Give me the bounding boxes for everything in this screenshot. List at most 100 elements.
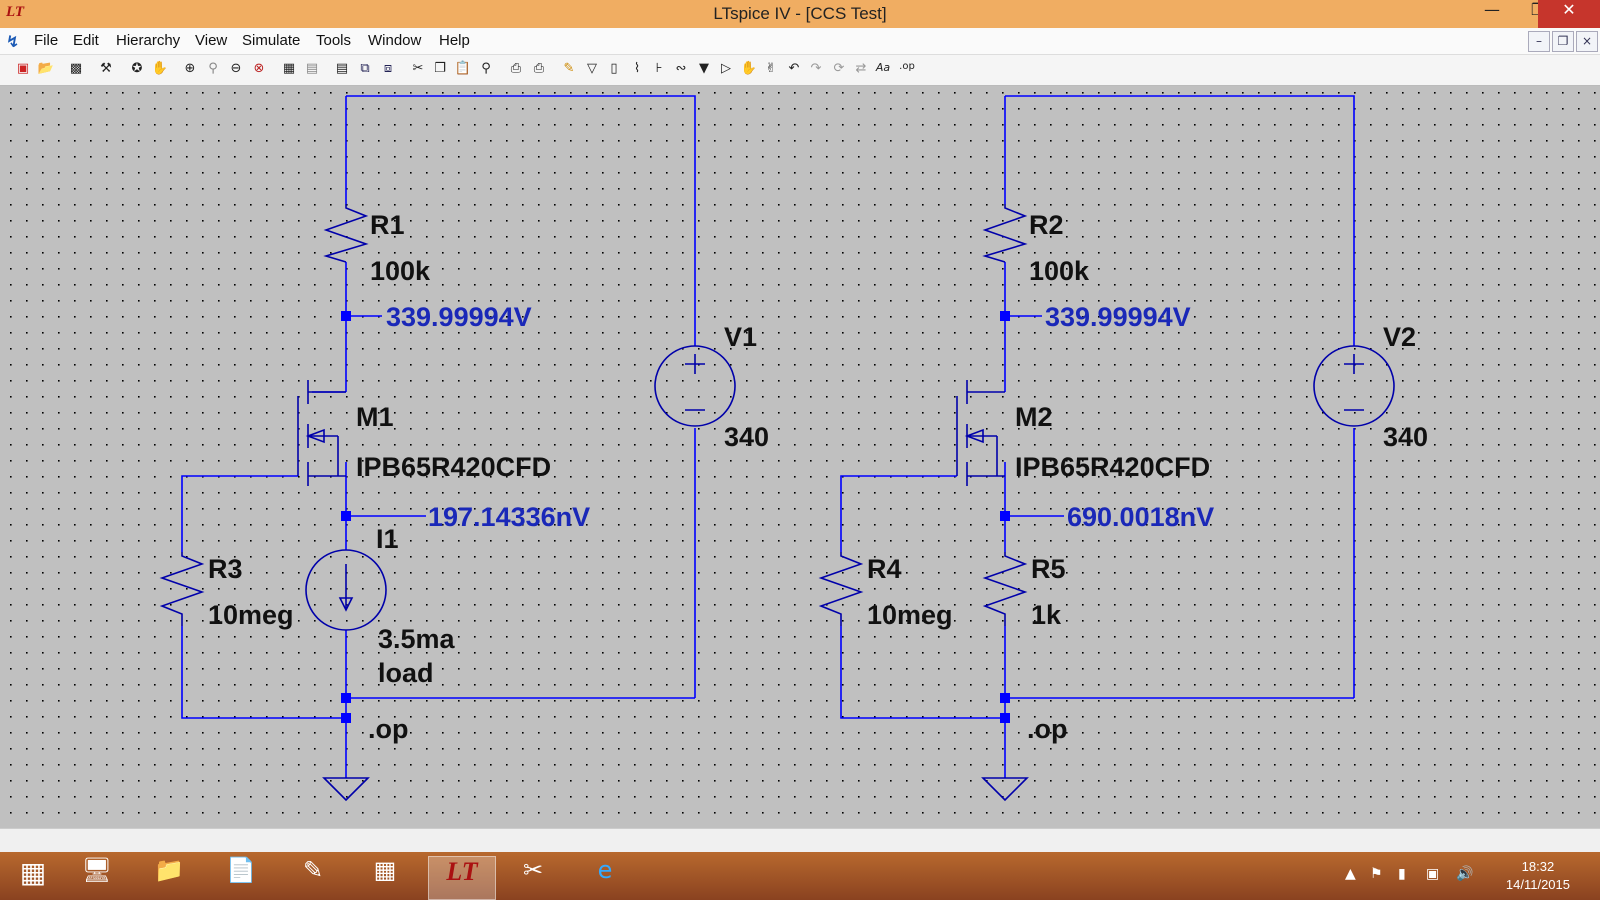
label-net-icon[interactable]: ▯ xyxy=(610,61,618,76)
mdi-restore-button[interactable]: ❐ xyxy=(1552,31,1574,52)
mosfet-m1[interactable] xyxy=(297,380,346,486)
capacitor-icon[interactable]: ⊦ xyxy=(655,61,663,76)
r2-value[interactable]: 100k xyxy=(1029,256,1090,286)
autoscale-icon[interactable]: ▦ xyxy=(282,61,296,76)
snipping-tool-icon[interactable]: ✂ xyxy=(522,856,544,884)
drag-icon[interactable]: ✌ xyxy=(765,61,777,76)
menu-file[interactable]: File xyxy=(34,32,59,49)
menu-window[interactable]: Window xyxy=(368,32,422,49)
voltage-source-v1[interactable] xyxy=(654,345,736,427)
i1-name[interactable]: I1 xyxy=(376,524,399,554)
r4-name[interactable]: R4 xyxy=(867,554,902,584)
r4-value[interactable]: 10meg xyxy=(867,600,953,630)
menu-simulate[interactable]: Simulate xyxy=(242,32,301,49)
resistor-r1[interactable] xyxy=(323,204,369,263)
copy-icon[interactable]: ❐ xyxy=(434,61,446,76)
mosfet-m2[interactable] xyxy=(956,380,1005,486)
show-hidden-icons-icon[interactable]: ▲ xyxy=(1345,866,1356,882)
r3-value[interactable]: 10meg xyxy=(208,600,294,630)
open-icon[interactable]: 📂 xyxy=(37,61,55,76)
rotate-icon[interactable]: ⟳ xyxy=(833,61,845,76)
mirror-icon[interactable]: ⇄ xyxy=(855,61,867,76)
menu-edit[interactable]: Edit xyxy=(73,32,99,49)
move-icon[interactable]: ✋ xyxy=(740,61,758,76)
calculator-icon[interactable]: ▦ xyxy=(373,856,397,884)
control-panel-icon[interactable]: ⚒ xyxy=(100,61,112,76)
run-icon[interactable]: ✪ xyxy=(131,61,143,76)
schematic-canvas[interactable]: R1 100k 339.99994V V1 340 M1 IPB65R420CF… xyxy=(2,86,1598,826)
voltage-source-v2[interactable] xyxy=(1313,345,1395,427)
m2-model[interactable]: IPB65R420CFD xyxy=(1015,452,1210,482)
m1-name[interactable]: M1 xyxy=(356,402,394,432)
v2-name[interactable]: V2 xyxy=(1383,322,1416,352)
ltspice-logo-icon[interactable]: LT xyxy=(6,4,25,20)
close-window-icon[interactable]: ⧈ xyxy=(383,61,393,76)
r3-name[interactable]: R3 xyxy=(208,554,243,584)
r2-name[interactable]: R2 xyxy=(1029,210,1064,240)
windows-start-icon[interactable]: ▦ xyxy=(19,856,47,889)
close-button[interactable]: ✕ xyxy=(1538,0,1600,28)
v1-name[interactable]: V1 xyxy=(724,322,757,352)
mdi-close-button[interactable]: × xyxy=(1576,31,1598,52)
internet-explorer-icon[interactable]: e xyxy=(597,856,613,884)
zoom-pan-icon[interactable]: ⚲ xyxy=(208,61,218,76)
resistor-r2[interactable] xyxy=(982,204,1028,263)
paste-icon[interactable]: 📋 xyxy=(454,61,472,76)
ground-icon[interactable]: ▽ xyxy=(587,61,597,76)
zoom-in-icon[interactable]: ⊕ xyxy=(184,61,196,76)
inductor-icon[interactable]: ∾ xyxy=(675,61,687,76)
menu-tools[interactable]: Tools xyxy=(316,32,352,49)
component-icon[interactable]: ▷ xyxy=(721,61,731,76)
cut-icon[interactable]: ✂ xyxy=(412,61,424,76)
i1-value[interactable]: 3.5ma xyxy=(378,624,456,654)
current-source-i1[interactable] xyxy=(305,549,387,631)
undo-icon[interactable]: ↶ xyxy=(788,61,800,76)
redo-icon[interactable]: ↷ xyxy=(810,61,822,76)
battery-icon[interactable]: ▮ xyxy=(1398,866,1406,882)
save-icon[interactable]: ▩ xyxy=(69,61,83,76)
network-icon[interactable]: ▣ xyxy=(1426,866,1440,882)
mdi-minimize-button[interactable]: – xyxy=(1528,31,1550,52)
menu-help[interactable]: Help xyxy=(439,32,470,49)
action-center-flag-icon[interactable]: ⚑ xyxy=(1370,866,1383,882)
r5-value[interactable]: 1k xyxy=(1031,600,1062,630)
print-icon[interactable]: ⎙ xyxy=(533,61,545,76)
cascade-icon[interactable]: ⧉ xyxy=(360,61,370,76)
r1-value[interactable]: 100k xyxy=(370,256,431,286)
spice-directive-icon[interactable]: .op xyxy=(899,61,915,72)
menu-hierarchy[interactable]: Hierarchy xyxy=(116,32,181,49)
schematic-icon[interactable]: ↯ xyxy=(6,32,20,51)
ground-symbol-1[interactable] xyxy=(322,777,370,802)
waveform-icon[interactable]: ▤ xyxy=(305,61,319,76)
print-setup-icon[interactable]: ⎙ xyxy=(510,61,522,76)
m2-name[interactable]: M2 xyxy=(1015,402,1053,432)
find-icon[interactable]: ⚲ xyxy=(481,61,491,76)
i1-type[interactable]: load xyxy=(378,658,434,688)
diode-icon[interactable]: ▼ xyxy=(699,61,709,76)
m1-model[interactable]: IPB65R420CFD xyxy=(356,452,551,482)
tile-horizontal-icon[interactable]: ▤ xyxy=(335,61,349,76)
volume-icon[interactable]: 🔊 xyxy=(1456,866,1474,882)
v1-value[interactable]: 340 xyxy=(724,422,769,452)
menu-view[interactable]: View xyxy=(195,32,228,49)
resistor-r3[interactable] xyxy=(159,552,205,626)
draw-wire-icon[interactable]: ✎ xyxy=(563,61,575,76)
notepad-icon[interactable]: 📄 xyxy=(226,856,256,884)
ground-symbol-2[interactable] xyxy=(981,777,1029,802)
horizontal-scrollbar[interactable] xyxy=(0,828,1600,853)
file-explorer-icon[interactable]: 📁 xyxy=(154,856,184,884)
minimize-button[interactable]: — xyxy=(1484,0,1500,19)
v2-value[interactable]: 340 xyxy=(1383,422,1428,452)
zoom-out-icon[interactable]: ⊖ xyxy=(230,61,242,76)
resistor-r5[interactable] xyxy=(982,552,1028,626)
remote-desktop-icon[interactable]: 🖥 xyxy=(81,856,113,884)
system-clock[interactable]: 18:32 14/11/2015 xyxy=(1506,858,1570,894)
ltspice-icon[interactable]: LT xyxy=(428,856,496,900)
op-directive-2[interactable]: .op xyxy=(1027,714,1068,744)
r1-name[interactable]: R1 xyxy=(370,210,405,240)
op-directive-1[interactable]: .op xyxy=(368,714,409,744)
new-schematic-icon[interactable]: ▣ xyxy=(16,61,30,76)
resistor-icon[interactable]: ⌇ xyxy=(633,61,641,76)
text-icon[interactable]: Aa xyxy=(875,61,891,74)
halt-icon[interactable]: ✋ xyxy=(151,61,169,76)
